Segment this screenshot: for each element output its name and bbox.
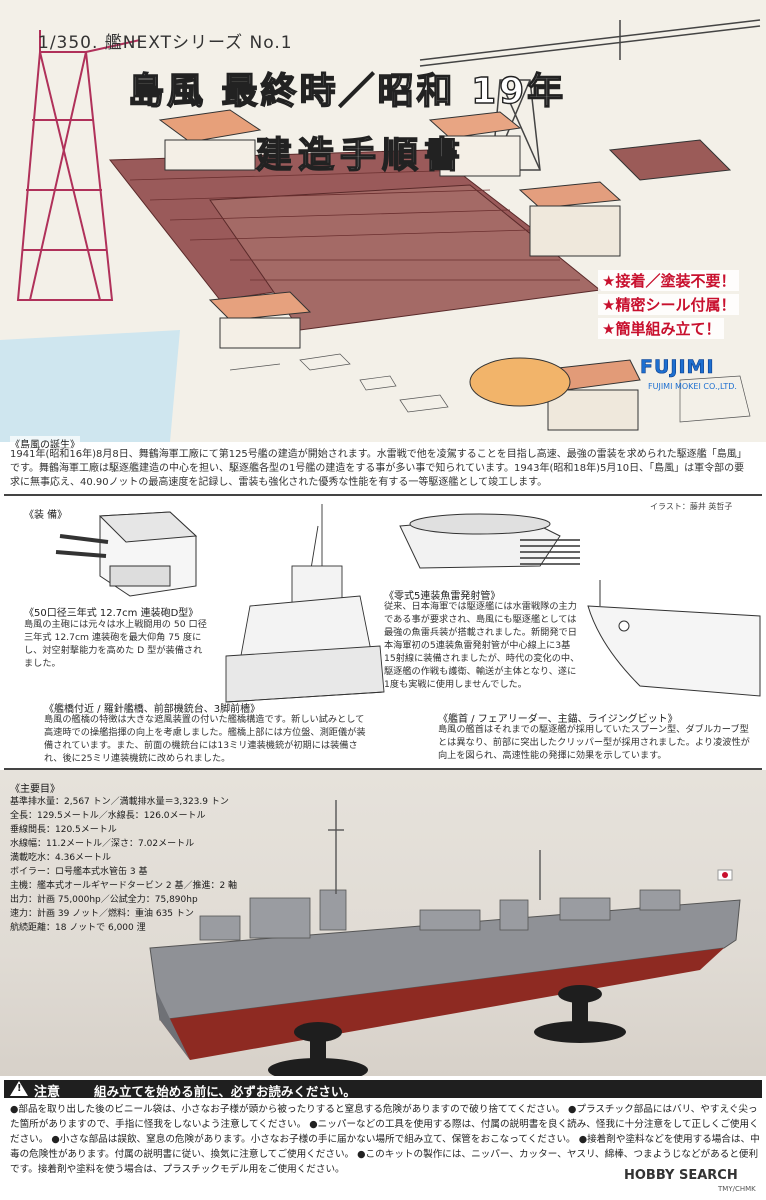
gun-text: 島風の主砲には元々は水上戦闘用の 50 口径三年式 12.7cm 連装砲を最大仰…: [24, 619, 207, 669]
equipment-heading: 《装 備》: [24, 510, 68, 521]
spec-line: 水線幅：11.2メートル／深さ：7.02メートル: [10, 839, 195, 849]
crane-left: [16, 30, 141, 301]
bridge-text: 島風の艦橋の特徴は大きな遮風装置の付いた艦橋構造です。新しい試みとして高速時での…: [44, 714, 366, 764]
bridge-heading: 《艦橋付近 / 羅針艦橋、前部機銃台、3脚前檣》: [44, 704, 261, 715]
model-photo: [0, 770, 766, 1076]
caution-title: 注意: [34, 1085, 61, 1100]
torpedo-sketch: [399, 513, 580, 569]
warning-icon: [10, 1081, 28, 1096]
exclamation-icon: !: [17, 1083, 22, 1094]
spec-line: 満載吃水：4.36メートル: [10, 853, 112, 863]
illustration-credit: イラスト：藤井 英哲子: [650, 502, 733, 511]
destroyer-model: [149, 800, 741, 1076]
divider: [4, 768, 762, 770]
torpedo-text: 従来、日本海軍では駆逐艦には水雷戦隊の主力である事が要求され、島風にも駆逐艦とし…: [384, 601, 580, 690]
watermark: HOBBY SEARCH: [624, 1168, 738, 1183]
brand-logo: FUJIMI: [640, 356, 715, 379]
spec-line: 主機：艦本式オールギヤードタービン 2 基／推進：2 軸: [10, 881, 238, 891]
spec-line: 垂線間長：120.5メートル: [10, 825, 117, 835]
series-label: 1/350. 艦NEXTシリーズ No.1: [38, 33, 293, 53]
gun-heading: 《50口径三年式 12.7cm 連装砲D型》: [24, 608, 199, 619]
spec-line: 速力：計画 39 ノット／燃料：重油 635 トン: [10, 909, 194, 919]
divider: [4, 494, 762, 496]
history-heading: 《島風の誕生》: [10, 436, 80, 451]
equipment-sketches: [55, 504, 761, 703]
feature-1: ★接着／塗装不要！: [598, 270, 740, 291]
torpedo-heading: 《零式5連装魚雷発射管》: [384, 591, 501, 602]
bow-text: 島風の艦首はそれまでの駆逐艦が採用していたスプーン型、ダブルカーブ型とは異なり、…: [438, 724, 750, 761]
shipyard-illustration: [0, 0, 766, 442]
caution-text: ●部品を取り出した後のビニール袋は、小さなお子様が頭から被ったりすると窒息する危…: [10, 1104, 760, 1175]
feature-3: ★簡単組み立て！: [598, 318, 725, 339]
gun-turret-sketch: [55, 511, 198, 597]
main-title: 島風 最終時／昭和 19年: [127, 70, 567, 112]
bridge-sketch: [225, 504, 385, 703]
subtitle: 建造手順書: [255, 134, 467, 176]
spec-line: ボイラー：ロ号艦本式水管缶 3 基: [10, 867, 148, 877]
brand-subtext: FUJIMI MOKEI CO.,LTD.: [648, 382, 737, 391]
spec-line: 航続距離：18 ノットで 6,000 浬: [10, 923, 146, 933]
bow-heading: 《艦首 / フェアリーダー、主錨、ライジングビット》: [438, 714, 678, 725]
watermark-sub: TMY/CHMK: [718, 1185, 756, 1193]
feature-2: ★精密シール付属！: [598, 294, 740, 315]
bow-sketch: [587, 580, 761, 697]
spec-line: 全長：129.5メートル／水線長：126.0メートル: [10, 811, 206, 821]
spec-line: 出力：計画 75,000hp／公試全力：75,890hp: [10, 895, 198, 905]
caution-bar: [4, 1080, 762, 1098]
caution-lead: 組み立てを始める前に、必ずお読みください。: [94, 1084, 356, 1099]
spec-line: 基準排水量：2,567 トン／満載排水量＝3,323.9 トン: [10, 797, 229, 807]
history-text: 1941年(昭和16年)8月8日、舞鶴海軍工廠にて第125号艦の建造が開始されま…: [10, 448, 754, 490]
cover-illustration: [0, 0, 766, 442]
specs-heading: 《主要目》: [10, 784, 60, 795]
